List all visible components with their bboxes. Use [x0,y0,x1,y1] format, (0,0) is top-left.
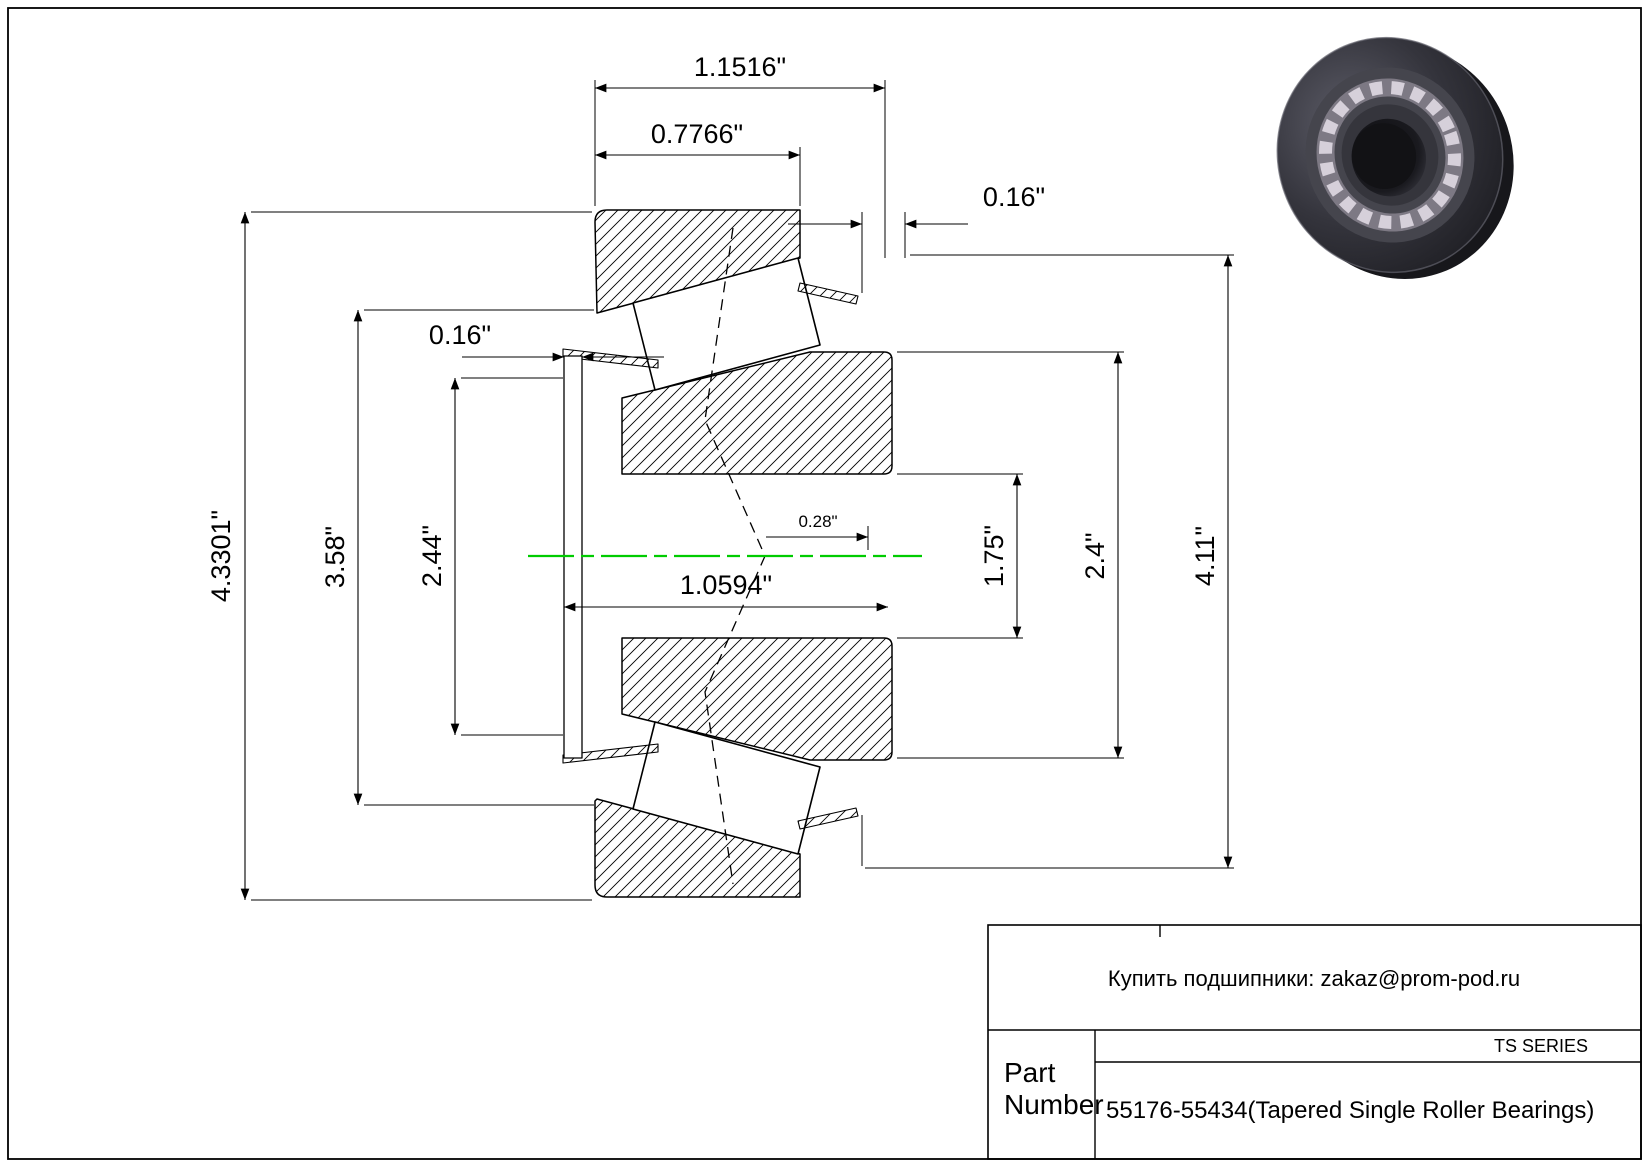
dim-cup-standout-label: 0.16" [983,182,1045,212]
dim-cone-front-rib-diameter: 2.44" [417,377,563,736]
dim-cone-back-diameter-label: 2.4" [1080,532,1110,579]
dim-cup-width-label: 0.7766" [651,119,743,149]
cup-bottom-section [594,798,801,898]
part-label-line1: Part [1004,1057,1056,1088]
dim-overall-width-label: 1.1516" [694,52,786,82]
cage-strip-bottom-right [797,807,859,830]
contact-text: Купить подшипники: zakaz@prom-pod.ru [1108,966,1520,991]
cone-bottom-section [621,637,893,761]
cup-top-section [594,209,801,314]
dim-cup-outer-diameter: 4.3301" [206,211,592,901]
dim-housing-shoulder-diameter-label: 4.11" [1190,526,1220,586]
dim-cup-standout: 0.16" [788,182,1045,293]
bearing-cross-section [528,209,922,898]
dim-effective-center-offset-label: 0.28" [798,512,837,531]
dim-cone-front-rib-diameter-label: 2.44" [417,525,447,587]
part-label-line2: Number [1004,1089,1104,1120]
dim-overall-width: 1.1516" [594,52,886,258]
dim-housing-shoulder-diameter: 4.11" [865,254,1234,869]
dim-cup-outer-diameter-label: 4.3301" [206,510,236,602]
dim-cone-back-diameter: 2.4" [897,351,1124,759]
part-number-value: 55176-55434(Tapered Single Roller Bearin… [1106,1097,1594,1124]
cone-top-section [621,351,893,475]
dim-cone-width: 1.0594" [564,570,888,612]
dim-cup-width: 0.7766" [595,119,801,206]
dim-cone-standout-label: 0.16" [429,320,491,350]
dim-effective-center-offset: 0.28" [766,512,869,550]
series-label: TS SERIES [1494,1036,1588,1056]
page-border [7,7,1642,1160]
rollers-ring [1319,80,1461,230]
dim-cone-width-label: 1.0594" [680,570,772,600]
title-block-frame [987,924,1642,1160]
dim-cup-front-diameter-label: 3.58" [320,526,350,588]
dimension-annotations: 1.1516" 0.7766" 0.16" 0.16" 4.3301" [206,52,1234,901]
dim-bore-diameter-label: 1.75" [979,525,1009,587]
dim-cone-standout: 0.16" [429,320,664,362]
title-block: Купить подшипники: zakaz@prom-pod.ru TS … [987,924,1642,1160]
bearing-3d-render-image [1276,36,1514,279]
cage-strip-top-right [797,282,859,305]
dim-cup-front-diameter: 3.58" [320,309,594,806]
dim-bore-diameter: 1.75" [897,473,1023,639]
outer-ring-rim-highlight [1276,36,1504,274]
bore-depth [1351,123,1417,189]
cage-strip-bottom-left [562,743,659,764]
